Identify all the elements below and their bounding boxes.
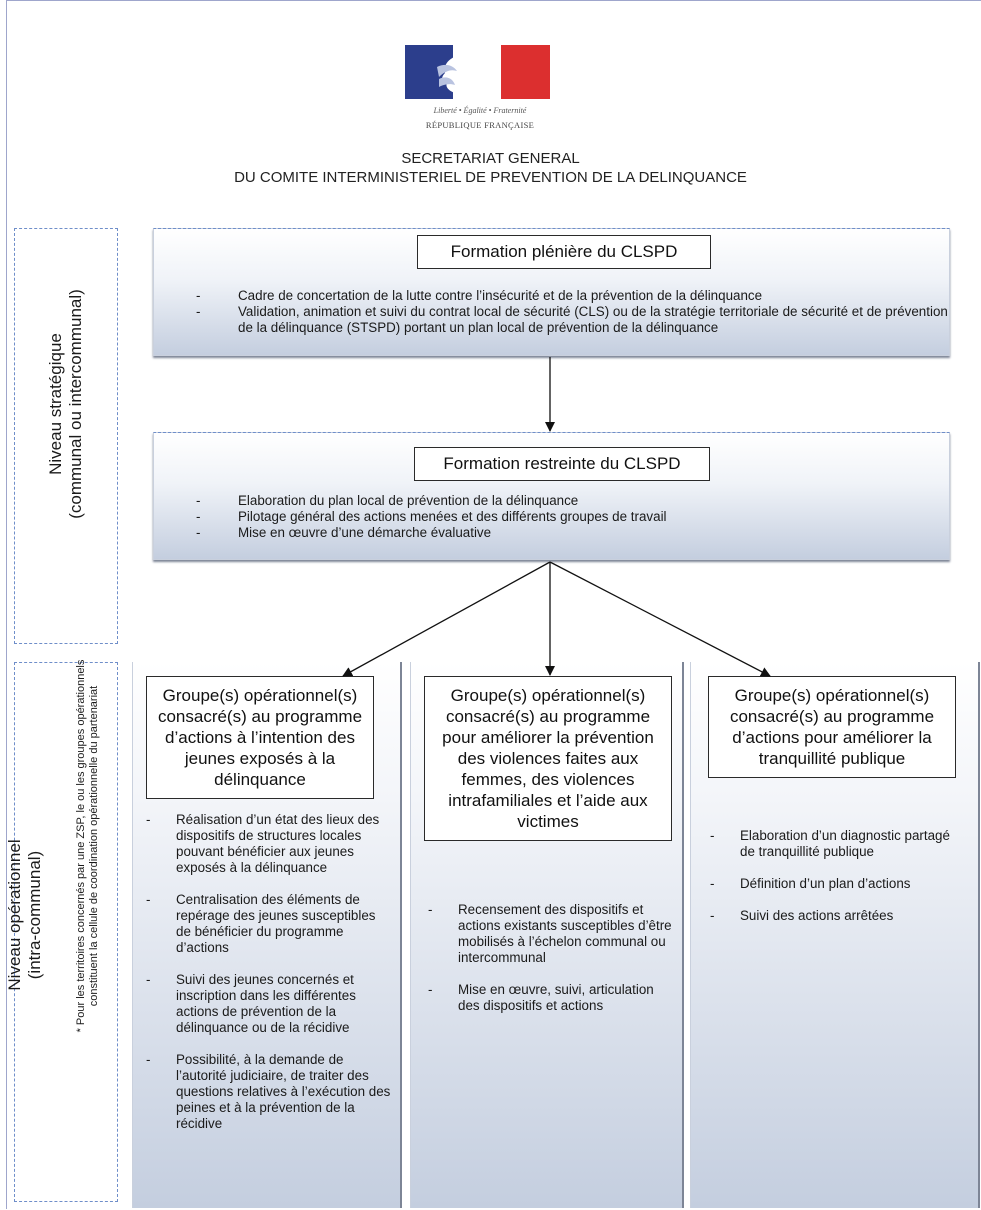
group-2-list: Recensement des dispositifs et actions e… [428,902,674,1030]
logo-country: RÉPUBLIQUE FRANÇAISE [425,120,535,130]
logo-motto: Liberté • Égalité • Fraternité [433,106,527,115]
group-1-title: Groupe(s) opérationnel(s) consacré(s) au… [146,676,374,799]
operational-level-box [14,662,118,1202]
list-item: Validation, animation et suivi du contra… [196,304,948,336]
list-item: Réalisation d’un état des lieux des disp… [146,812,392,876]
list-item: Cadre de concertation de la lutte contre… [196,288,948,304]
arrow-to-group-1 [342,561,551,677]
header-title-line1: SECRETARIAT GENERAL [401,150,580,167]
pleniere-list: Cadre de concertation de la lutte contre… [196,288,948,336]
list-item: Elaboration d’un diagnostic partagé de t… [710,828,966,860]
group-3-list: Elaboration d’un diagnostic partagé de t… [710,828,966,940]
list-item: Mise en œuvre d’une démarche évaluative [196,525,948,541]
list-item: Suivi des jeunes concernés et inscriptio… [146,972,392,1036]
pleniere-title: Formation plénière du CLSPD [417,235,711,269]
group-2-title: Groupe(s) opérationnel(s) consacré(s) au… [424,676,672,841]
list-item: Possibilité, à la demande de l’autorité … [146,1052,392,1132]
republique-francaise-logo: Liberté • Égalité • Fraternité RÉPUBLIQU… [400,40,560,140]
list-item: Recensement des dispositifs et actions e… [428,902,674,966]
restreinte-list: Elaboration du plan local de prévention … [196,493,948,541]
header-title-line2: DU COMITE INTERMINISTERIEL DE PREVENTION… [234,169,747,186]
list-item: Pilotage général des actions menées et d… [196,509,948,525]
list-item: Centralisation des éléments de repérage … [146,892,392,956]
list-item: Suivi des actions arrêtées [710,908,966,924]
list-item: Elaboration du plan local de prévention … [196,493,948,509]
strategic-level-box [14,228,118,644]
group-1-list: Réalisation d’un état des lieux des disp… [146,812,392,1148]
arrow-to-group-3 [549,561,771,677]
group-3-title: Groupe(s) opérationnel(s) consacré(s) au… [708,676,956,778]
marianne-flag-icon [405,45,550,99]
list-item: Définition d’un plan d’actions [710,876,966,892]
restreinte-title: Formation restreinte du CLSPD [414,447,710,481]
page-frame [6,0,981,1209]
list-item: Mise en œuvre, suivi, articulation des d… [428,982,674,1014]
